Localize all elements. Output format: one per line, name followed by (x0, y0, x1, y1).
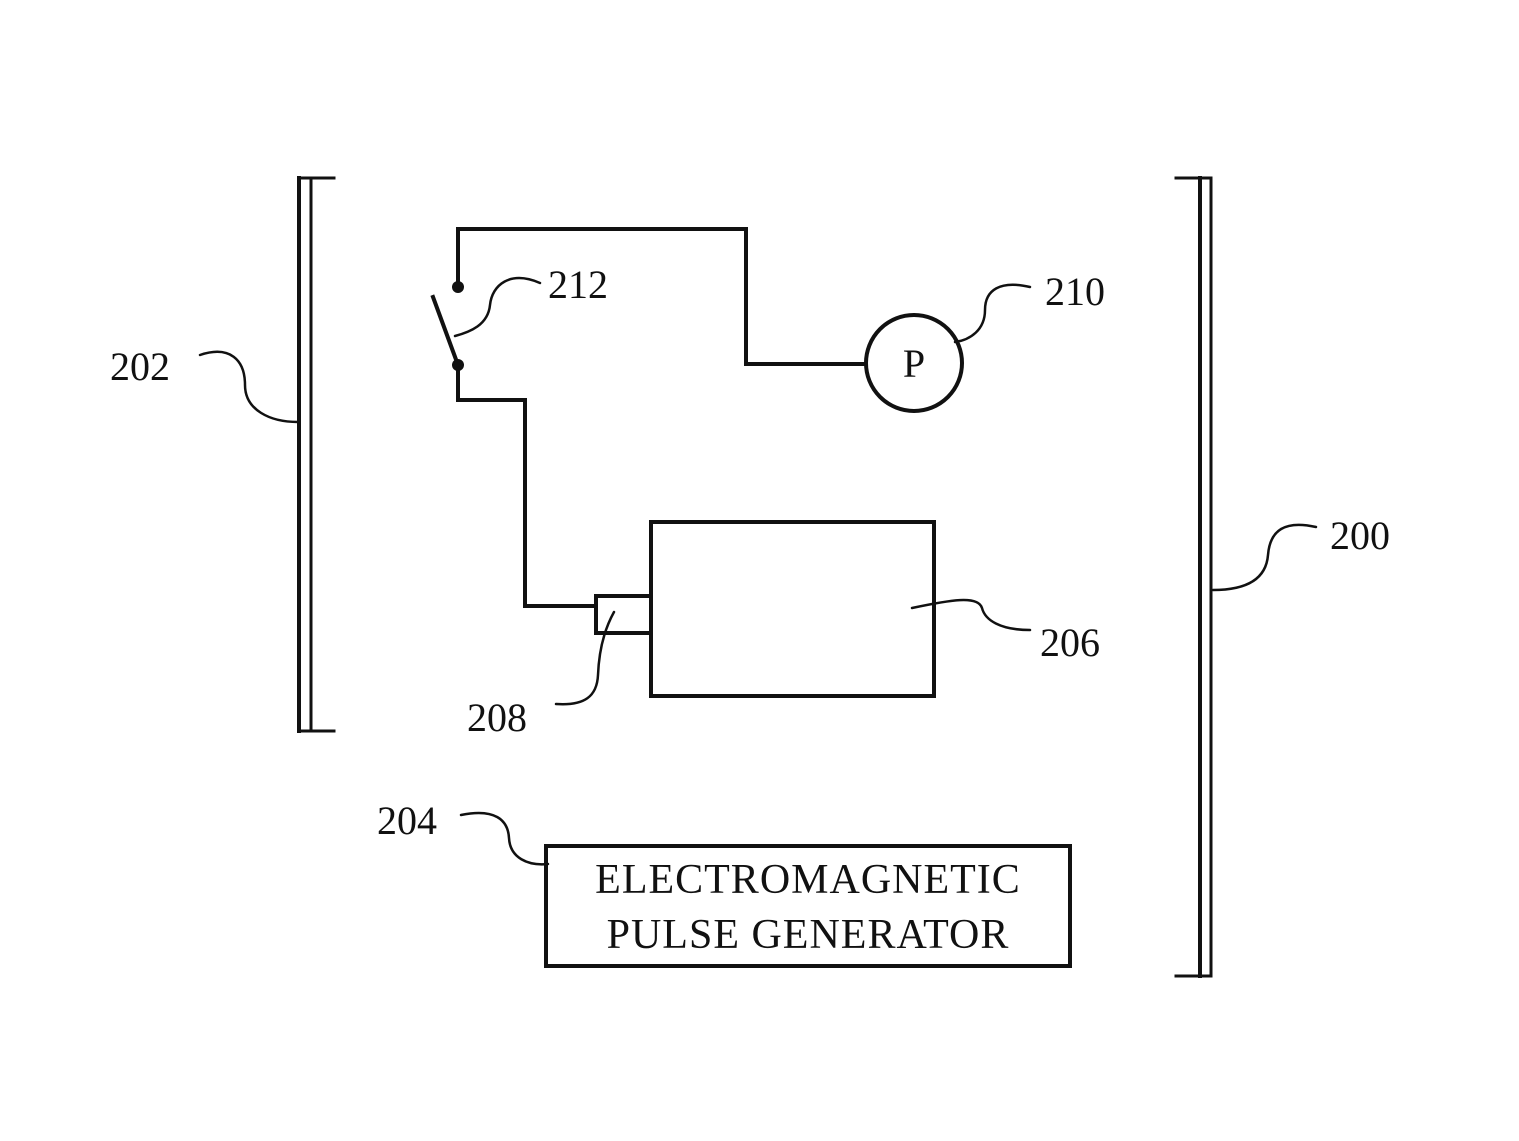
pulse-generator-204: ELECTROMAGNETIC PULSE GENERATOR (546, 846, 1070, 966)
device-206 (651, 522, 934, 696)
switch-212 (433, 281, 464, 371)
label-206: 206 (1040, 620, 1100, 665)
label-200: 200 (1330, 513, 1390, 558)
right-wall-200 (1176, 178, 1211, 976)
left-wall-202 (299, 178, 334, 731)
label-208: 208 (467, 695, 527, 740)
label-202: 202 (110, 344, 170, 389)
generator-line-2: PULSE GENERATOR (607, 912, 1010, 958)
meter-210: P (866, 315, 962, 411)
label-212: 212 (548, 262, 608, 307)
leader-lines (200, 278, 1316, 864)
connector-208 (596, 596, 651, 633)
generator-line-1: ELECTROMAGNETIC (595, 857, 1021, 903)
meter-symbol: P (903, 341, 925, 386)
circuit-wires (458, 229, 864, 606)
label-210: 210 (1045, 269, 1105, 314)
label-204: 204 (377, 798, 437, 843)
